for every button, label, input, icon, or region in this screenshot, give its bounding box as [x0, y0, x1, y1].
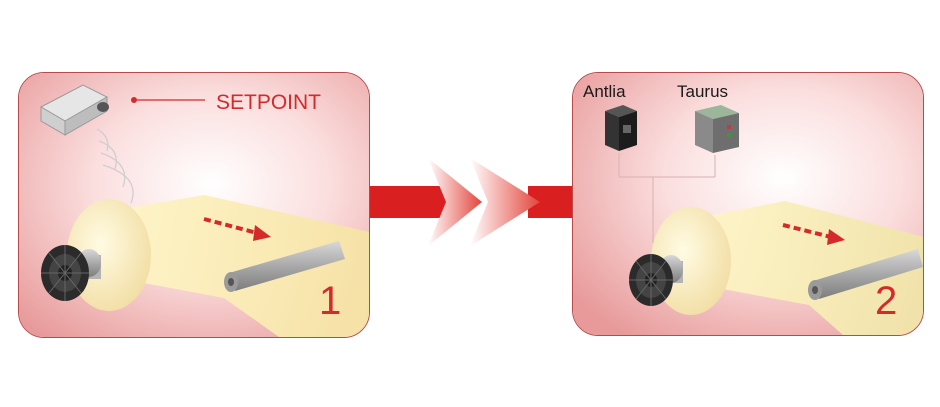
roll-icon	[629, 207, 731, 315]
setpoint-label: SETPOINT	[216, 91, 322, 114]
motion-arrow-icon	[782, 223, 845, 245]
antlia-label: Antlia	[583, 82, 626, 101]
panel-2-illustration	[573, 73, 923, 335]
camera-icon	[39, 84, 109, 136]
web-sheet	[683, 201, 923, 335]
connector-bar-left	[368, 186, 448, 218]
roller-icon	[224, 241, 345, 292]
step-number-1: 1	[319, 279, 342, 323]
roller-icon	[808, 249, 923, 300]
taurus-label: Taurus	[677, 82, 729, 101]
web-sheet	[99, 195, 369, 337]
taurus-device-icon	[695, 105, 739, 153]
chevron-1	[428, 158, 482, 246]
panel-step-2: Antlia Taurus 2	[572, 72, 924, 336]
hub-icon	[41, 245, 89, 301]
setpoint-pointer	[131, 97, 205, 103]
roll-icon	[41, 199, 151, 311]
panel-1-illustration	[19, 73, 369, 337]
panel-step-1: SETPOINT 1	[18, 72, 370, 338]
hub-icon	[629, 254, 673, 306]
motion-arrow-icon	[203, 217, 271, 241]
antlia-device-icon	[605, 105, 637, 151]
chevron-2	[470, 158, 540, 246]
signal-waves-icon	[96, 128, 134, 204]
step-number-2: 2	[875, 279, 898, 323]
device-connection-lines	[618, 153, 716, 243]
